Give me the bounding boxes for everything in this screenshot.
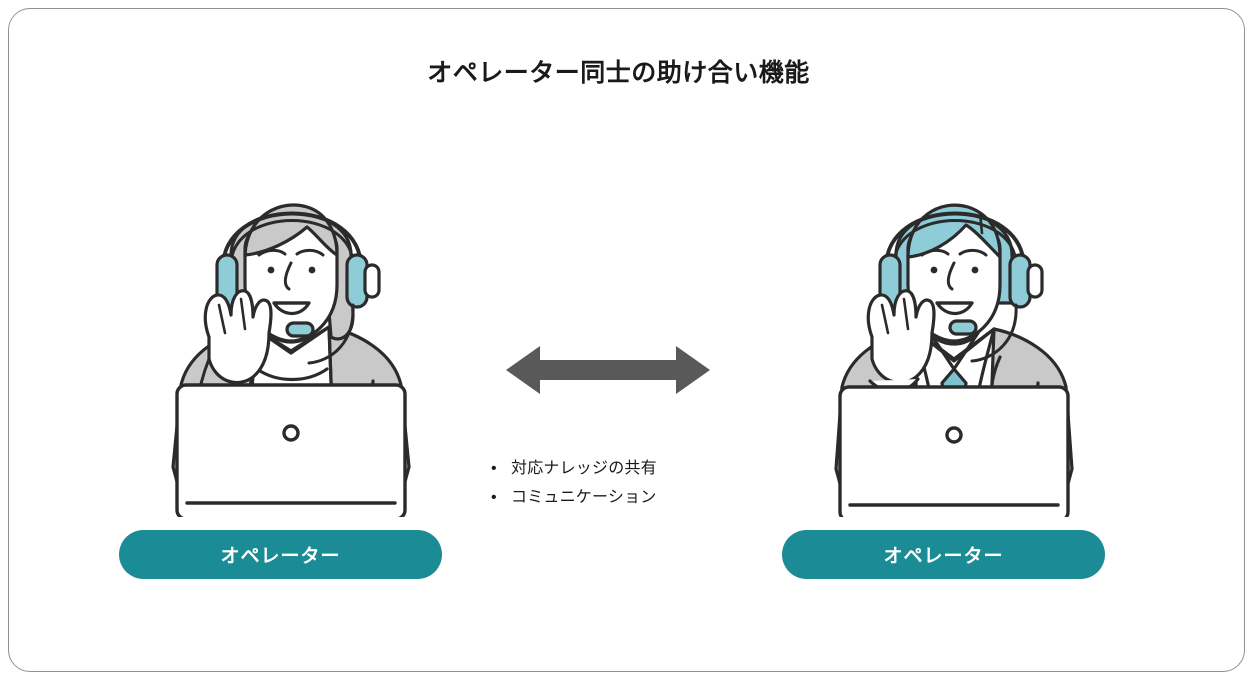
double-headed-arrow-icon	[506, 346, 710, 394]
list-item: • 対応ナレッジの共有	[491, 459, 751, 479]
feature-bullet-list: • 対応ナレッジの共有 • コミュニケーション	[491, 459, 751, 517]
operator-male-headset-laptop-icon	[834, 203, 1074, 517]
slide-frame: オペレーター同士の助け合い機能	[8, 8, 1245, 672]
bullet-label: 対応ナレッジの共有	[511, 460, 657, 477]
left-operator-role-badge[interactable]: オペレーター	[119, 530, 442, 579]
right-operator-role-badge[interactable]: オペレーター	[782, 530, 1105, 579]
right-operator-illustration	[804, 137, 1104, 517]
bidirectional-arrow	[506, 345, 710, 395]
operator-female-headset-laptop-icon	[171, 203, 411, 517]
bullet-label: コミュニケーション	[511, 489, 657, 506]
left-operator-illustration	[141, 137, 441, 517]
bullet-marker-icon: •	[491, 460, 497, 477]
bullet-marker-icon: •	[491, 489, 497, 506]
list-item: • コミュニケーション	[491, 488, 751, 508]
page-title: オペレーター同士の助け合い機能	[427, 59, 810, 87]
